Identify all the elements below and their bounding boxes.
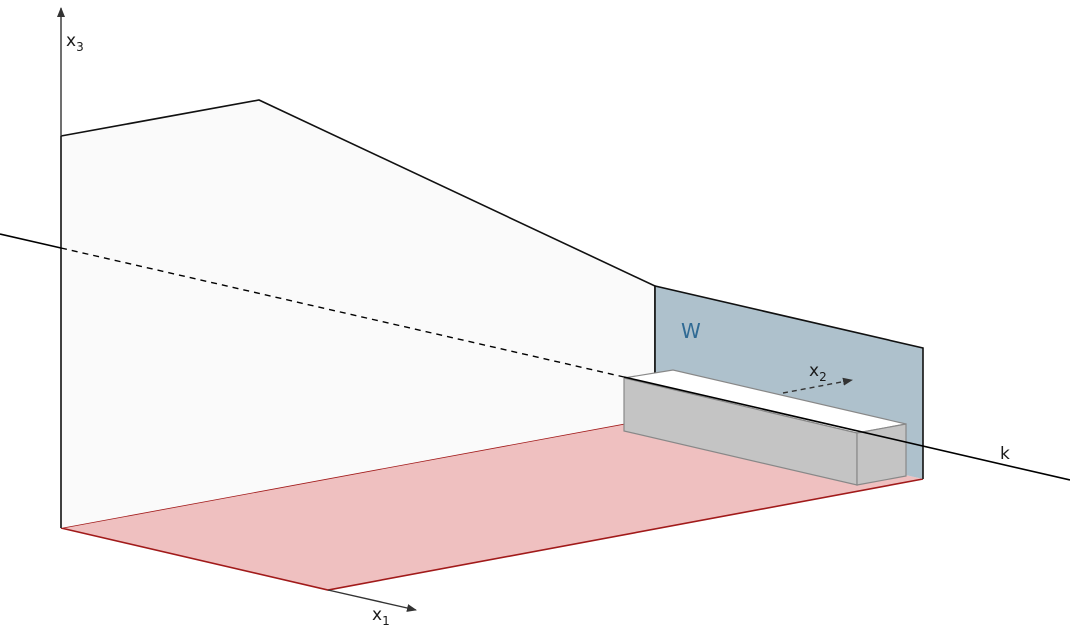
x1-axis [327, 589, 417, 612]
line-k-label: k [1000, 444, 1010, 464]
wall-w-outline [654, 284, 924, 479]
floor-plane [61, 418, 923, 590]
x2-axis [782, 377, 853, 394]
x1-axis-label: x1 [372, 605, 390, 628]
x2-label-base: x [809, 361, 819, 381]
line-k-left [0, 233, 62, 249]
back-wall-plane [61, 100, 655, 528]
x2-axis-label: x2 [809, 361, 827, 384]
x2-label-sub: 2 [819, 370, 827, 384]
x3-label-base: x [66, 31, 76, 51]
line-k-right [623, 376, 1070, 481]
line-k-hidden [60, 247, 625, 378]
x3-axis-label: x3 [66, 31, 84, 54]
x1-label-base: x [372, 605, 382, 625]
x3-label-sub: 3 [76, 40, 84, 54]
wall-w-label: W [681, 319, 701, 343]
x1-label-sub: 1 [382, 614, 390, 628]
